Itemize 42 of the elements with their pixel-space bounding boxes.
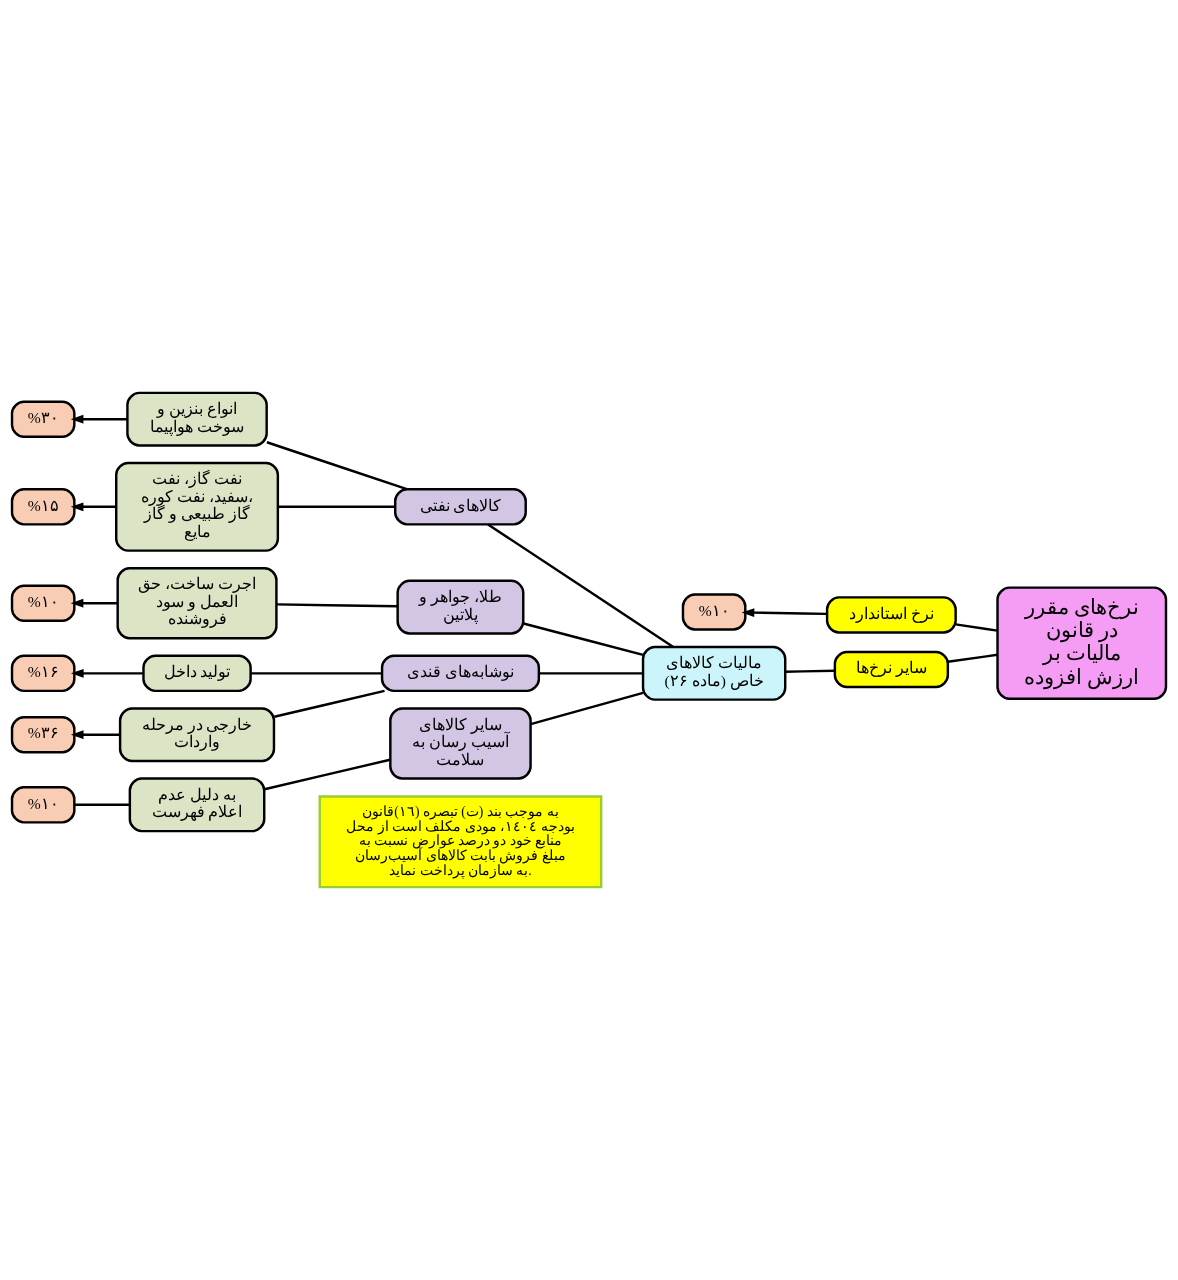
node-box: نرخ استاندارد [825,596,957,634]
arrow [741,608,827,618]
node-box: نوشابه‌های قندی [380,654,541,693]
connector [278,505,396,509]
node-box: نرخ‌های مقرر در قانون مالیات بر ارزش افزوده [996,586,1168,700]
node-box: اجرت ساخت، حق العمل و سود فروشنده [116,566,278,640]
node-box: نفت گاز، نفت سفید، نفت کوره، گاز طبیعی و گاز مایع [115,461,280,552]
connector [274,689,385,718]
node-box: %۱۶ [10,654,76,693]
node-box: خارجی در مرحله واردات [118,707,276,763]
arrow [70,502,117,512]
node-box: %۳۰ [10,400,76,438]
connector [947,653,998,663]
node-box: به موجب بند (ت) تبصره (١٦)قانون بودجه ١٤٠٤، مودی مکلف است از محل منابع خود دو درصد عوارض نسبت به مبلغ فروش بابت کالاهای آسیب‌رسان به سازمان پرداخت نماید. [318,795,603,889]
node-box: %۱۵ [10,488,76,526]
connector [487,523,674,648]
node-box: تولید داخل [142,654,252,693]
node-box: کالاهای نفتی [394,488,527,526]
connector [539,672,644,675]
arrow [70,598,118,608]
node-box: انواع بنزین و سوخت هواپیما [126,391,268,447]
arrow [70,730,121,740]
connector [276,603,398,608]
arrow [70,668,144,678]
connector [264,758,391,791]
connector [530,691,644,726]
node-box: %۳۶ [10,715,76,754]
connector [266,441,408,491]
connector [250,672,382,675]
node-box: %۱۰ [10,786,76,824]
arrow [70,414,128,424]
node-box: سایر کالاهای آسیب رسان به سلامت [389,707,532,780]
node-box: %۱۰ [681,593,747,631]
connector [74,803,130,807]
node-box: %۱۰ [10,584,76,622]
node-box: طلا، جواهر و پلاتین [396,579,525,635]
node-box: به دلیل عدم اعلام فهرست [128,777,266,833]
connector [785,669,835,673]
connector [523,622,644,657]
node-box: سایر نرخ‌ها [833,650,950,689]
connector [955,623,998,632]
node-box: مالیات کالاهای خاص (ماده ۲۶) [641,645,787,701]
